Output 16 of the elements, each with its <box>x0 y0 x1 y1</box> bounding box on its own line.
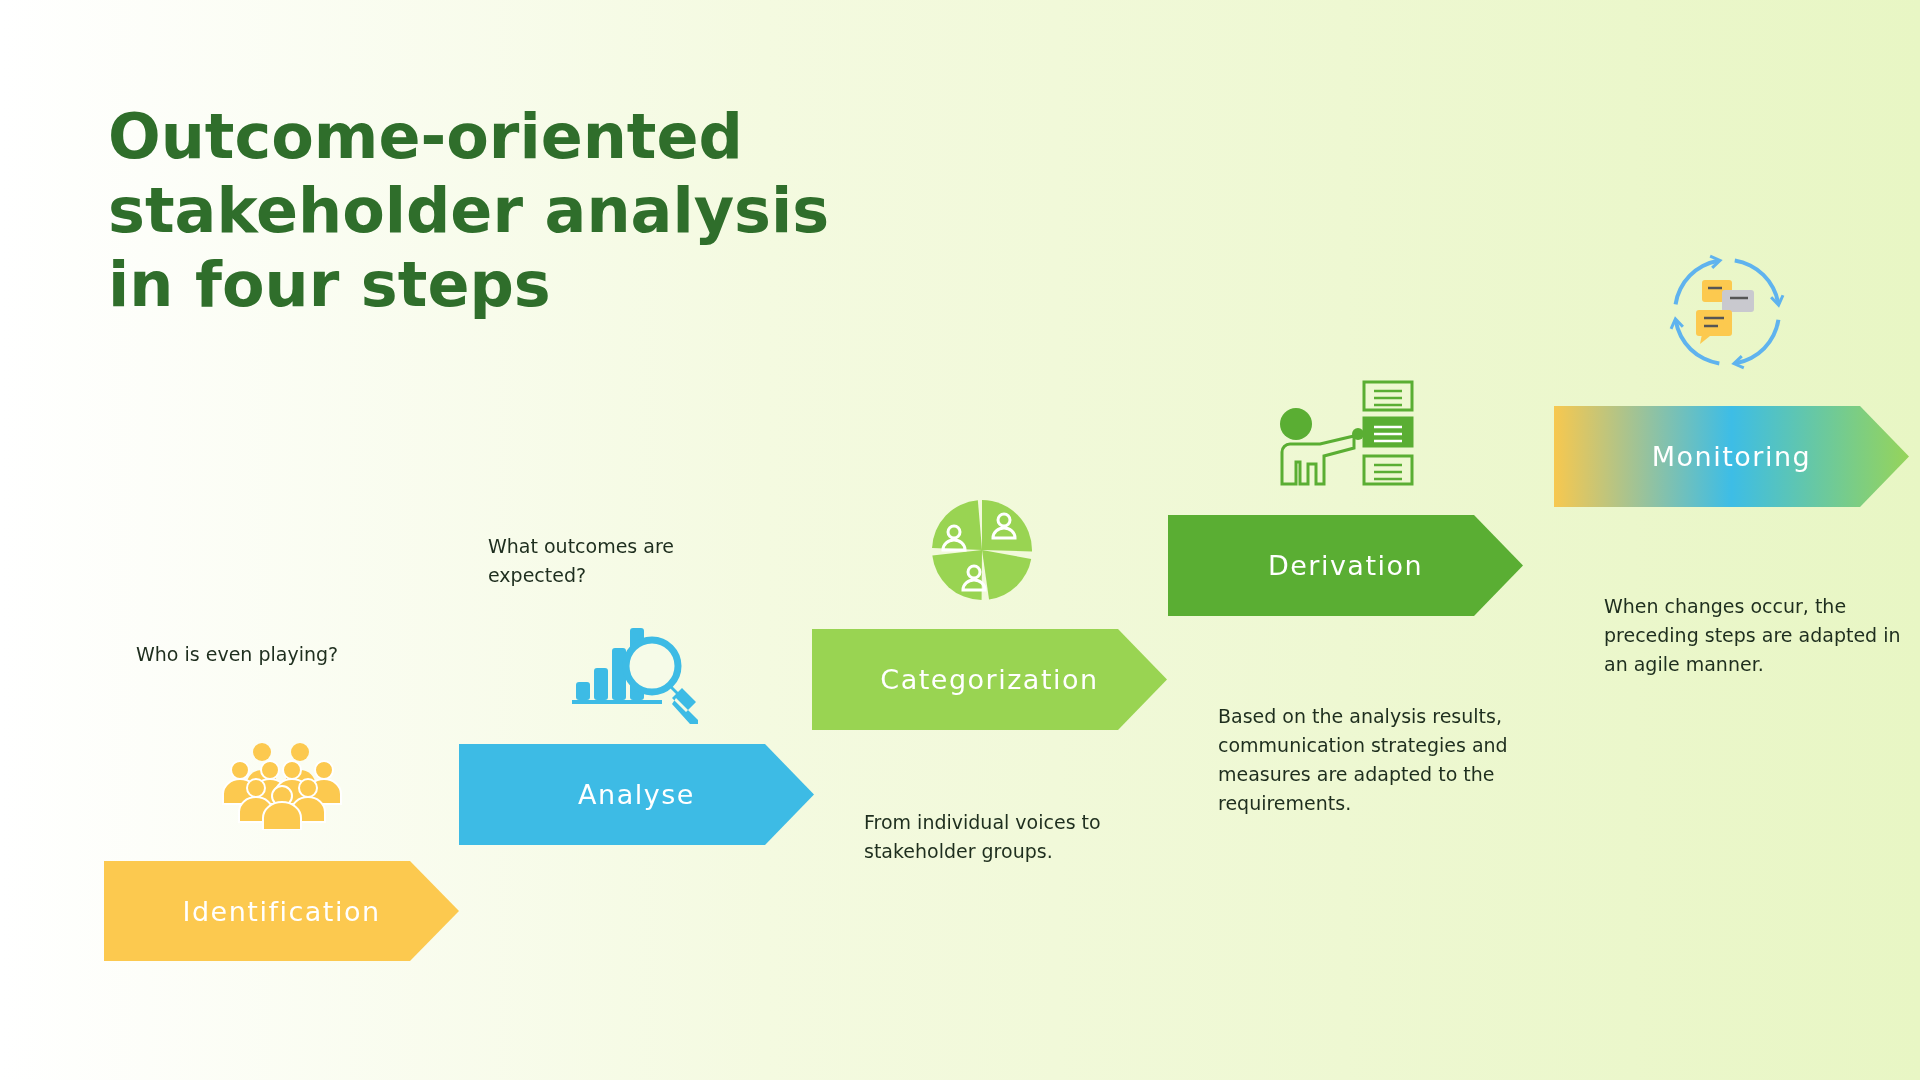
step-description: Who is even playing? <box>136 642 340 667</box>
step-label: Derivation <box>1266 549 1425 583</box>
step-description: Based on the analysis results, communication strategies and measures are adapted to the requirements. <box>1218 704 1509 816</box>
step-label: Categorization <box>879 663 1100 697</box>
step-description: When changes occur, the preceding steps are adapted in an agile manner. <box>1604 594 1902 677</box>
chevron-step <box>1554 406 1909 507</box>
step-label: Monitoring <box>1650 440 1813 474</box>
chevron-step <box>1168 515 1523 616</box>
step-description: What outcomes are expected? <box>488 534 675 588</box>
chevron-step <box>459 744 814 845</box>
step-label: Analyse <box>577 778 696 812</box>
chevron-step <box>104 861 459 961</box>
title: Outcome-oriented stakeholder analysis in four steps <box>108 100 831 322</box>
chevron-step <box>812 629 1167 730</box>
step-description: From individual voices to stakeholder groups. <box>864 810 1102 864</box>
step-label: Identification <box>181 894 382 929</box>
